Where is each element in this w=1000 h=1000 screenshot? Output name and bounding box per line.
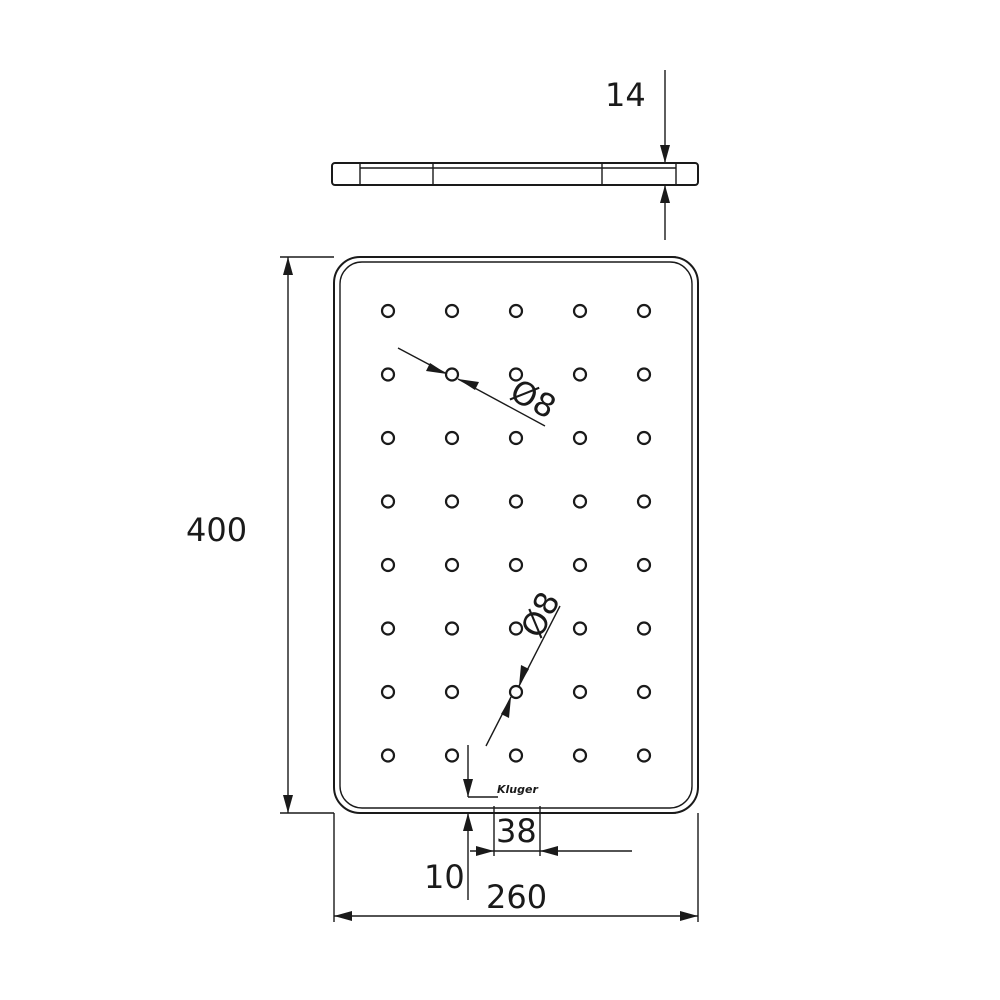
hole [508, 367, 524, 382]
hole [380, 303, 396, 319]
hole [444, 430, 460, 446]
hole [636, 303, 652, 319]
hole-diameter-callout-top: Ø8 [397, 347, 562, 427]
thickness-dimension: 14 [605, 70, 670, 240]
hole [636, 748, 652, 763]
height-dimension: 400 [186, 256, 334, 814]
edge-offset-label: 10 [424, 858, 465, 896]
hole [444, 367, 460, 382]
hole [380, 367, 396, 382]
hole [380, 557, 396, 573]
hole [508, 684, 524, 700]
plate-outline [333, 256, 699, 814]
hole [572, 557, 588, 573]
hole-diameter-label-bottom: Ø8 [513, 586, 568, 644]
hole [380, 430, 396, 446]
hole [636, 430, 652, 446]
thickness-label: 14 [605, 76, 646, 114]
hole [508, 430, 524, 446]
hole [380, 684, 396, 700]
hole [444, 557, 460, 573]
hole [444, 684, 460, 700]
hole [380, 494, 396, 509]
hole-diameter-callout-bottom: Ø8 [485, 586, 568, 747]
hole [508, 303, 524, 319]
width-label: 260 [486, 878, 547, 916]
side-profile-view [331, 162, 699, 186]
brand-text: Kluger [497, 783, 538, 796]
hole [636, 557, 652, 573]
hole-spacing-label: 38 [496, 812, 537, 850]
hole-spacing-dimension: 38 [470, 806, 632, 856]
hole [444, 494, 460, 509]
hole-grid [380, 303, 652, 763]
hole [636, 684, 652, 700]
hole [636, 494, 652, 509]
hole [572, 430, 588, 446]
hole [572, 621, 588, 636]
hole [508, 557, 524, 573]
brand-logo: Kluger [497, 783, 538, 796]
hole [444, 748, 460, 763]
height-label: 400 [186, 511, 247, 549]
hole [636, 621, 652, 636]
hole [444, 303, 460, 319]
hole [508, 748, 524, 763]
width-dimension: 260 [333, 813, 699, 922]
hole [380, 748, 396, 763]
hole [572, 303, 588, 319]
edge-offset-dimension: 10 [424, 745, 498, 900]
hole [508, 494, 524, 509]
hole [508, 621, 524, 636]
hole [380, 621, 396, 636]
hole [572, 494, 588, 509]
hole [572, 684, 588, 700]
hole [636, 367, 652, 382]
hole [572, 367, 588, 382]
hole [572, 748, 588, 763]
hole [444, 621, 460, 636]
